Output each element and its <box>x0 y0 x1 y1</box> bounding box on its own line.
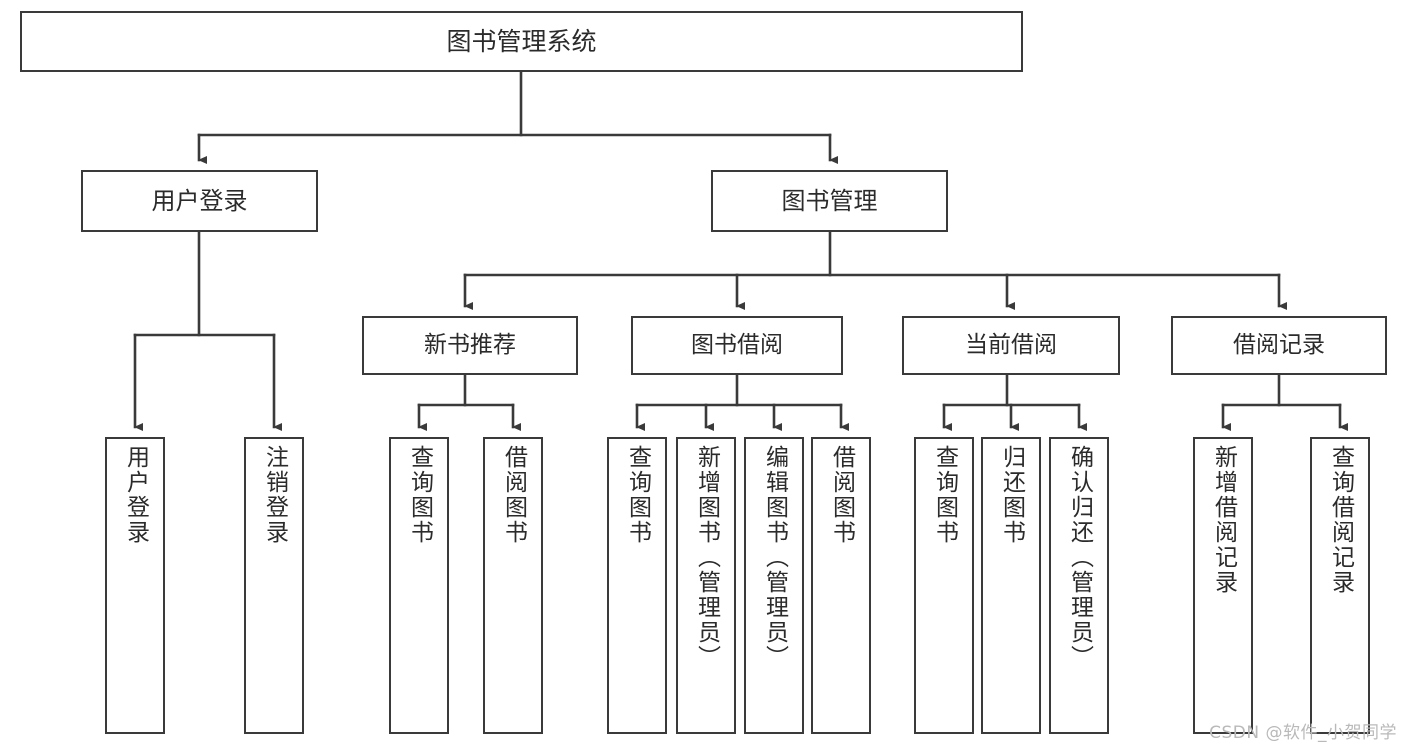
node-new-book-rec[interactable]: 新书推荐 <box>362 316 578 375</box>
node-leaf-return-book-label: 归还图书 <box>998 445 1025 545</box>
node-leaf-query-book-3-label: 查询图书 <box>931 445 958 545</box>
node-leaf-borrow-book-2[interactable]: 借阅图书 <box>811 437 871 734</box>
node-leaf-edit-book[interactable]: 编辑图书（管理员） <box>744 437 804 734</box>
node-leaf-borrow-book-1-label: 借阅图书 <box>500 445 527 545</box>
node-book-borrow[interactable]: 图书借阅 <box>631 316 843 375</box>
node-leaf-add-record-label: 新增借阅记录 <box>1210 445 1237 595</box>
node-leaf-query-book-3[interactable]: 查询图书 <box>914 437 974 734</box>
node-leaf-query-book-1-label: 查询图书 <box>406 445 433 545</box>
node-leaf-logout-label: 注销登录 <box>261 445 288 545</box>
node-book-manage-label: 图书管理 <box>781 187 878 215</box>
node-leaf-add-book[interactable]: 新增图书（管理员） <box>676 437 736 734</box>
node-leaf-query-record[interactable]: 查询借阅记录 <box>1310 437 1370 734</box>
node-user-login-label: 用户登录 <box>151 187 248 215</box>
node-leaf-logout[interactable]: 注销登录 <box>244 437 304 734</box>
node-borrow-record-label: 借阅记录 <box>1233 332 1325 359</box>
node-user-login[interactable]: 用户登录 <box>81 170 318 232</box>
node-leaf-query-book-2-label: 查询图书 <box>624 445 651 545</box>
node-book-manage[interactable]: 图书管理 <box>711 170 948 232</box>
node-leaf-user-login[interactable]: 用户登录 <box>105 437 165 734</box>
node-root-label: 图书管理系统 <box>446 26 597 56</box>
node-leaf-user-login-label: 用户登录 <box>122 445 149 545</box>
node-new-book-rec-label: 新书推荐 <box>424 332 516 359</box>
node-leaf-borrow-book-1[interactable]: 借阅图书 <box>483 437 543 734</box>
node-current-borrow[interactable]: 当前借阅 <box>902 316 1120 375</box>
node-leaf-add-record[interactable]: 新增借阅记录 <box>1193 437 1253 734</box>
node-leaf-confirm-return-label: 确认归还（管理员） <box>1066 445 1093 670</box>
node-leaf-return-book[interactable]: 归还图书 <box>981 437 1041 734</box>
node-leaf-query-book-2[interactable]: 查询图书 <box>607 437 667 734</box>
node-leaf-edit-book-label: 编辑图书（管理员） <box>761 445 788 670</box>
node-leaf-confirm-return[interactable]: 确认归还（管理员） <box>1049 437 1109 734</box>
node-root[interactable]: 图书管理系统 <box>20 11 1023 72</box>
node-leaf-query-record-label: 查询借阅记录 <box>1327 445 1354 595</box>
node-leaf-borrow-book-2-label: 借阅图书 <box>828 445 855 545</box>
node-leaf-query-book-1[interactable]: 查询图书 <box>389 437 449 734</box>
node-current-borrow-label: 当前借阅 <box>965 332 1057 359</box>
node-borrow-record[interactable]: 借阅记录 <box>1171 316 1387 375</box>
node-leaf-add-book-label: 新增图书（管理员） <box>693 445 720 670</box>
node-book-borrow-label: 图书借阅 <box>691 332 783 359</box>
watermark-text: CSDN @软件_小贺同学 <box>1209 723 1397 743</box>
